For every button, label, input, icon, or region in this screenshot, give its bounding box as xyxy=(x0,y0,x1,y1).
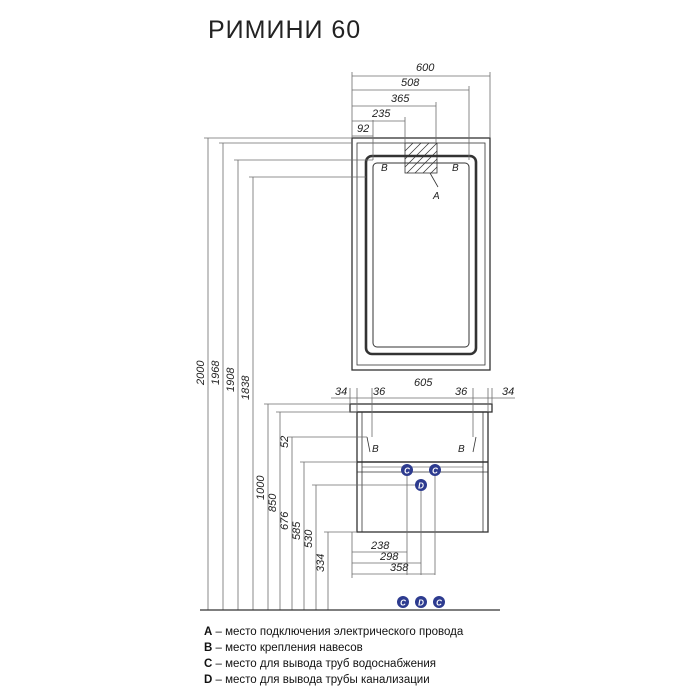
dim-width-600: 600 xyxy=(416,62,435,74)
dim-cab-total: 605 xyxy=(414,377,433,389)
dim-height-676: 676 xyxy=(279,511,291,530)
mirror-glass xyxy=(372,162,470,348)
legend-item-d: D – место для вывода трубы канализации xyxy=(204,674,430,686)
svg-text:C: C xyxy=(436,599,442,608)
cabinet-marker-b-right: B xyxy=(458,444,465,455)
dim-bottom-298: 298 xyxy=(379,551,399,563)
dim-height-850: 850 xyxy=(267,493,279,512)
mirror-frame-inner xyxy=(356,142,486,366)
svg-text:D: D xyxy=(418,482,424,491)
dim-bottom-358: 358 xyxy=(390,562,409,574)
pipe-lines xyxy=(406,470,436,575)
cabinet-marker-b-left: B xyxy=(372,444,379,455)
dim-width-92: 92 xyxy=(357,123,369,135)
mirror-glass-border xyxy=(364,154,478,356)
mirror-marker-b-right: B xyxy=(452,163,459,174)
mirror-marker-b-left: B xyxy=(381,163,388,174)
svg-text:D: D xyxy=(418,599,424,608)
floor-marker-c-right: C xyxy=(433,596,445,608)
dim-bottom-238: 238 xyxy=(370,540,390,552)
cabinet-dimension-lines xyxy=(331,388,515,437)
floor-marker-c-left: C xyxy=(397,596,409,608)
dim-cab-right-inner: 36 xyxy=(455,386,468,398)
dim-height-530: 530 xyxy=(303,529,315,548)
cabinet-marker-d: D xyxy=(415,479,427,491)
dim-height-1000: 1000 xyxy=(255,475,267,500)
dim-height-1838: 1838 xyxy=(240,375,252,400)
dim-height-1968: 1968 xyxy=(210,360,222,385)
countertop xyxy=(349,403,493,413)
legend-item-c: C – место для вывода труб водоснабжения xyxy=(204,658,436,670)
dim-cab-right-outer: 34 xyxy=(502,386,514,398)
marker-a-label: A xyxy=(432,191,440,202)
legend-item-b: B – место крепления навесов xyxy=(204,642,363,654)
mirror-frame-outer xyxy=(351,137,491,371)
drawing-title: РИМИНИ 60 xyxy=(208,16,362,44)
legend-item-a: A – место подключения электрического про… xyxy=(204,626,464,638)
dim-cab-top-gap: 52 xyxy=(279,436,291,448)
floor-marker-d: D xyxy=(415,596,427,608)
dim-width-508: 508 xyxy=(401,77,420,89)
top-dimension-lines xyxy=(351,72,491,160)
cabinet-marker-c-left: C xyxy=(401,464,413,476)
bottom-dimension-lines xyxy=(351,532,435,578)
dim-cab-left-inner: 36 xyxy=(373,386,386,398)
cabinet xyxy=(349,403,493,533)
dim-width-235: 235 xyxy=(371,108,391,120)
svg-text:C: C xyxy=(404,467,410,476)
height-dimension-lines xyxy=(204,137,415,610)
dim-height-1908: 1908 xyxy=(225,367,237,392)
dim-cab-left-outer: 34 xyxy=(335,386,347,398)
svg-text:C: C xyxy=(432,467,438,476)
dim-height-2000: 2000 xyxy=(195,360,207,386)
svg-text:C: C xyxy=(400,599,406,608)
legend: A – место подключения электрического про… xyxy=(204,624,463,688)
dim-width-365: 365 xyxy=(391,93,410,105)
electric-connection-area xyxy=(404,142,439,188)
cabinet-marker-c-right: C xyxy=(429,464,441,476)
dim-height-585: 585 xyxy=(291,521,303,540)
dim-height-334: 334 xyxy=(315,554,327,572)
